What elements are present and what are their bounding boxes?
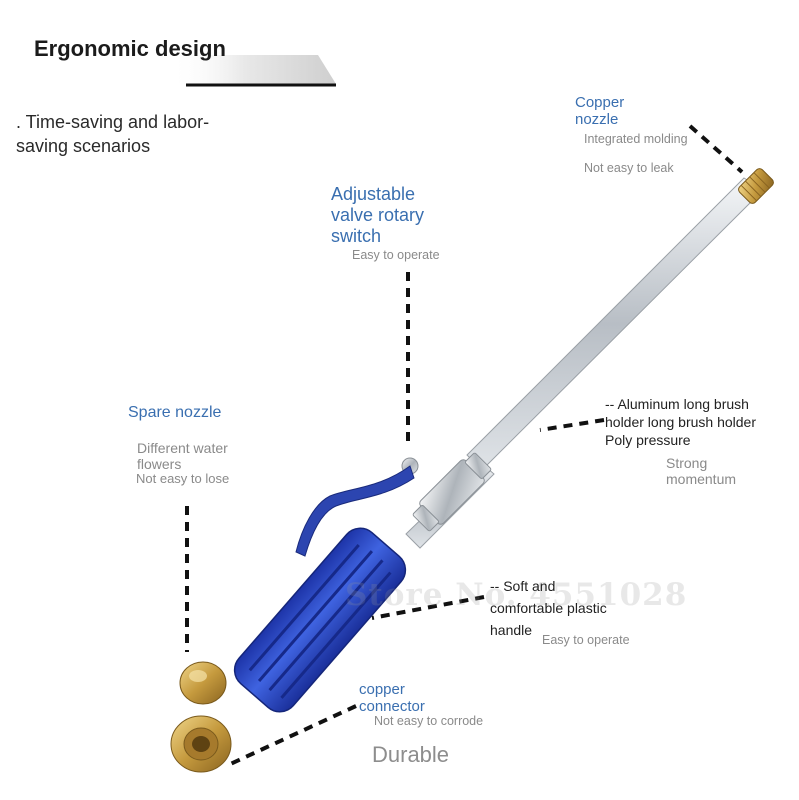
blue-handle bbox=[233, 527, 407, 713]
connector-title: copper connector bbox=[359, 681, 425, 715]
valve-switch-title: Adjustable valve rotary switch bbox=[331, 184, 425, 246]
valve-lever bbox=[295, 465, 415, 557]
watermark: Store No. 4551028 bbox=[345, 577, 688, 613]
spare-nozzle-feature: Not easy to lose bbox=[136, 471, 230, 486]
durable-tagline: Durable bbox=[372, 742, 450, 767]
handle-title: -- Soft and comfortable plastic handle bbox=[490, 578, 607, 638]
leader-lines bbox=[185, 124, 744, 768]
copper-nozzle-feature: Not easy to leak bbox=[584, 161, 674, 175]
copper-connector bbox=[170, 715, 232, 773]
spare-nozzle-title: Spare nozzle bbox=[128, 404, 222, 421]
handle-feature: Easy to operate bbox=[542, 633, 630, 647]
aluminum-holder-title: -- Aluminum long brush holder long brush… bbox=[605, 396, 756, 448]
copper-nozzle bbox=[738, 168, 774, 204]
aluminum-holder-feature: Strong momentum bbox=[666, 455, 737, 487]
valve-switch-feature: Easy to operate bbox=[352, 248, 440, 262]
connector-feature: Not easy to corrode bbox=[374, 714, 484, 728]
spare-nozzle-feature: Different water flowers bbox=[137, 440, 228, 472]
intro-text: . Time-saving and labor-saving scenarios bbox=[16, 112, 210, 156]
copper-nozzle-title: Copper nozzle bbox=[575, 94, 625, 128]
copper-nozzle-feature: Integrated molding bbox=[584, 132, 688, 146]
header-divider bbox=[170, 55, 336, 87]
ball-valve bbox=[412, 452, 492, 532]
spare-nozzle bbox=[179, 661, 227, 705]
page-title: Ergonomic design bbox=[34, 36, 226, 61]
